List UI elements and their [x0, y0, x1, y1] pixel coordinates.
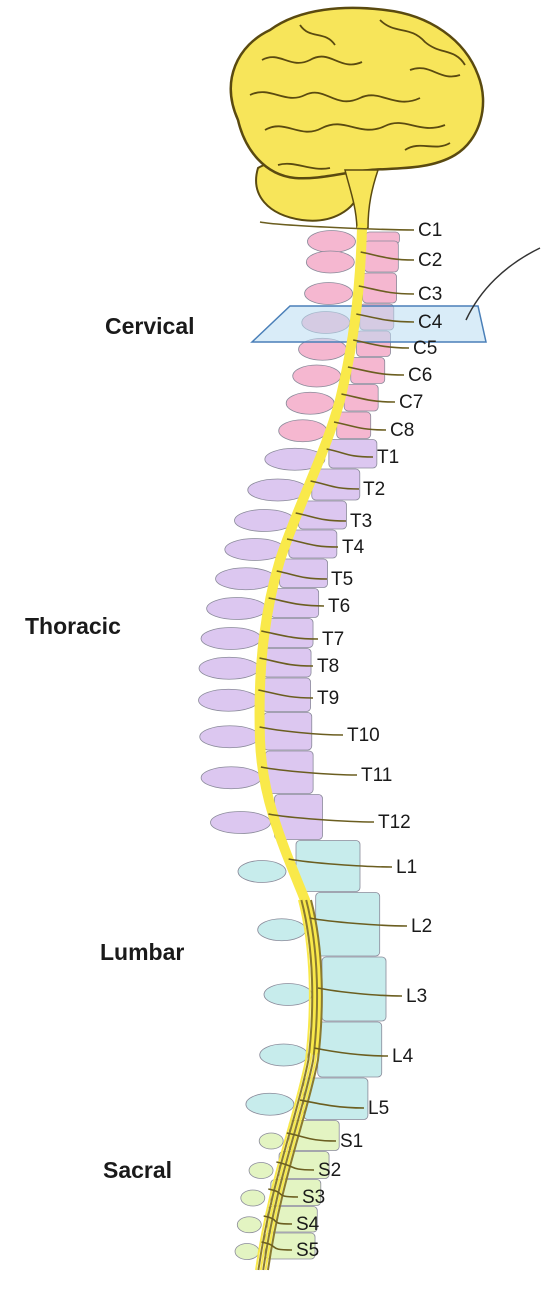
vertebra-body-l3	[322, 957, 386, 1021]
level-label-s3: S3	[302, 1187, 325, 1208]
region-label-cervical: Cervical	[105, 313, 195, 339]
vertebra-body-l4	[318, 1022, 382, 1077]
spinous-process-s2	[249, 1163, 273, 1179]
spinous-process-t8	[199, 657, 259, 679]
spinous-process-t7	[201, 628, 261, 650]
vertebra-body-t1	[329, 440, 377, 469]
level-label-l2: L2	[411, 916, 432, 937]
level-label-t9: T9	[317, 688, 339, 709]
vertebra-body-t9	[263, 678, 311, 712]
level-label-s4: S4	[296, 1214, 320, 1235]
level-label-t3: T3	[350, 511, 372, 532]
spinous-process-c8	[279, 420, 327, 442]
level-label-l3: L3	[406, 986, 427, 1007]
spinous-process-s4	[237, 1217, 261, 1233]
level-label-t8: T8	[317, 656, 339, 677]
level-label-c2: C2	[418, 250, 442, 271]
spinous-process-l5	[246, 1093, 294, 1115]
vertebra-body-l5	[304, 1078, 368, 1120]
region-labels: Cervical Thoracic Lumbar Sacral	[25, 313, 195, 1183]
spinous-process-c6	[293, 365, 341, 387]
level-label-c6: C6	[408, 365, 432, 386]
level-label-t2: T2	[363, 479, 385, 500]
spinous-process-t12	[211, 812, 271, 834]
spinous-process-t6	[207, 598, 267, 620]
spinous-process-t3	[235, 510, 295, 532]
level-label-t4: T4	[342, 537, 365, 558]
spinous-process-t9	[199, 689, 259, 711]
region-label-lumbar: Lumbar	[100, 939, 184, 965]
spinous-process-s3	[241, 1190, 265, 1206]
vertebra-body-t4	[289, 530, 337, 558]
region-label-sacral: Sacral	[103, 1157, 172, 1183]
level-label-l5: L5	[368, 1098, 389, 1119]
level-label-s1: S1	[340, 1131, 363, 1152]
level-label-t5: T5	[331, 569, 353, 590]
nerve-root-c1	[260, 222, 414, 230]
level-label-s2: S2	[318, 1160, 341, 1181]
level-label-c5: C5	[413, 338, 437, 359]
level-label-t1: T1	[377, 447, 399, 468]
vertebra-body-t8	[263, 649, 311, 678]
level-label-t12: T12	[378, 812, 411, 833]
spinous-process-l3	[264, 984, 312, 1006]
level-label-s5: S5	[296, 1240, 319, 1261]
region-label-thoracic: Thoracic	[25, 613, 121, 639]
spinous-process-c1	[307, 231, 355, 253]
spinous-process-t10	[200, 726, 260, 748]
spinous-process-s1	[259, 1133, 283, 1149]
level-label-l4: L4	[392, 1046, 414, 1067]
cross-section-plane	[252, 306, 486, 342]
spinous-process-s5	[235, 1244, 259, 1260]
spinous-process-l1	[238, 861, 286, 883]
vertebra-body-c8	[337, 412, 371, 439]
level-label-t6: T6	[328, 596, 350, 617]
level-label-c8: C8	[390, 420, 414, 441]
brain	[231, 8, 483, 228]
spinous-process-l2	[258, 919, 306, 941]
level-label-t7: T7	[322, 629, 344, 650]
spinous-process-t11	[201, 767, 261, 789]
level-label-t10: T10	[347, 725, 380, 746]
spinous-process-t5	[216, 568, 276, 590]
level-label-c1: C1	[418, 220, 442, 241]
spinous-process-c7	[286, 392, 334, 414]
spinous-process-c2	[306, 251, 354, 273]
level-label-c7: C7	[399, 392, 423, 413]
spinous-process-c3	[305, 283, 353, 305]
level-label-t11: T11	[361, 765, 392, 786]
level-label-l1: L1	[396, 857, 417, 878]
spinous-process-l4	[260, 1044, 308, 1066]
level-label-c4: C4	[418, 312, 443, 333]
level-label-c3: C3	[418, 284, 442, 305]
